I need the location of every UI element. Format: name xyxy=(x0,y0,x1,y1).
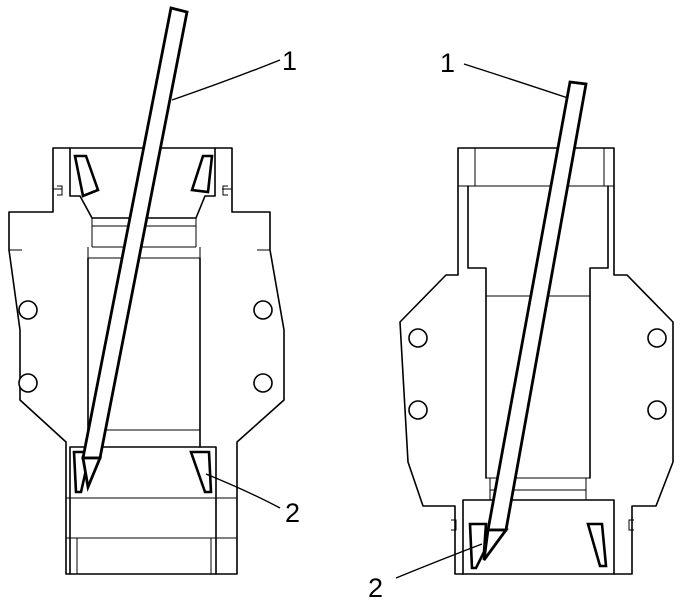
right-main-bore xyxy=(485,295,591,479)
left-hole-lower-left xyxy=(18,373,38,393)
left-removal-tool xyxy=(81,6,189,460)
left-housing-step-lines xyxy=(9,188,270,251)
left-retainer-callout: 2 xyxy=(285,498,300,528)
left-wedge-bottom-right xyxy=(189,450,213,494)
right-wedge-bottom-left xyxy=(468,522,488,570)
left-wedge-top-left xyxy=(73,154,100,198)
right-tool-leader xyxy=(463,63,569,99)
left-housing-outline xyxy=(8,147,285,575)
right-top-band xyxy=(458,148,614,187)
left-retainer-leader xyxy=(205,473,281,509)
right-seal-marks xyxy=(451,519,634,531)
left-hole-upper-left xyxy=(18,300,38,320)
left-seal-marks xyxy=(57,185,228,196)
right-removal-tool-tip xyxy=(482,528,509,561)
left-removal-tool-tip xyxy=(81,456,103,493)
left-hole-upper-right xyxy=(253,300,273,320)
right-retainer-leader xyxy=(395,543,483,579)
right-wedge-bottom-right xyxy=(586,522,608,568)
right-hole-lower-left xyxy=(408,400,428,420)
left-tool-leader xyxy=(171,59,281,101)
left-wedge-top-right xyxy=(190,154,214,194)
right-assembly xyxy=(399,80,674,575)
right-hole-lower-right xyxy=(647,400,667,420)
callouts: 1 2 1 2 xyxy=(171,46,569,603)
right-upper-bore xyxy=(467,185,609,297)
left-main-bore xyxy=(87,257,201,448)
left-hole-lower-right xyxy=(253,373,273,393)
left-lower-chamber-lines xyxy=(66,497,237,574)
right-hole-upper-right xyxy=(647,328,667,348)
right-tool-callout: 1 xyxy=(440,48,455,78)
right-lower-chamber xyxy=(462,499,615,575)
left-tool-callout: 1 xyxy=(282,46,297,76)
left-assembly xyxy=(8,6,285,575)
right-removal-tool xyxy=(486,80,588,532)
right-retainer-callout: 2 xyxy=(368,573,383,603)
right-hole-upper-left xyxy=(408,328,428,348)
right-housing-outline xyxy=(399,147,674,575)
